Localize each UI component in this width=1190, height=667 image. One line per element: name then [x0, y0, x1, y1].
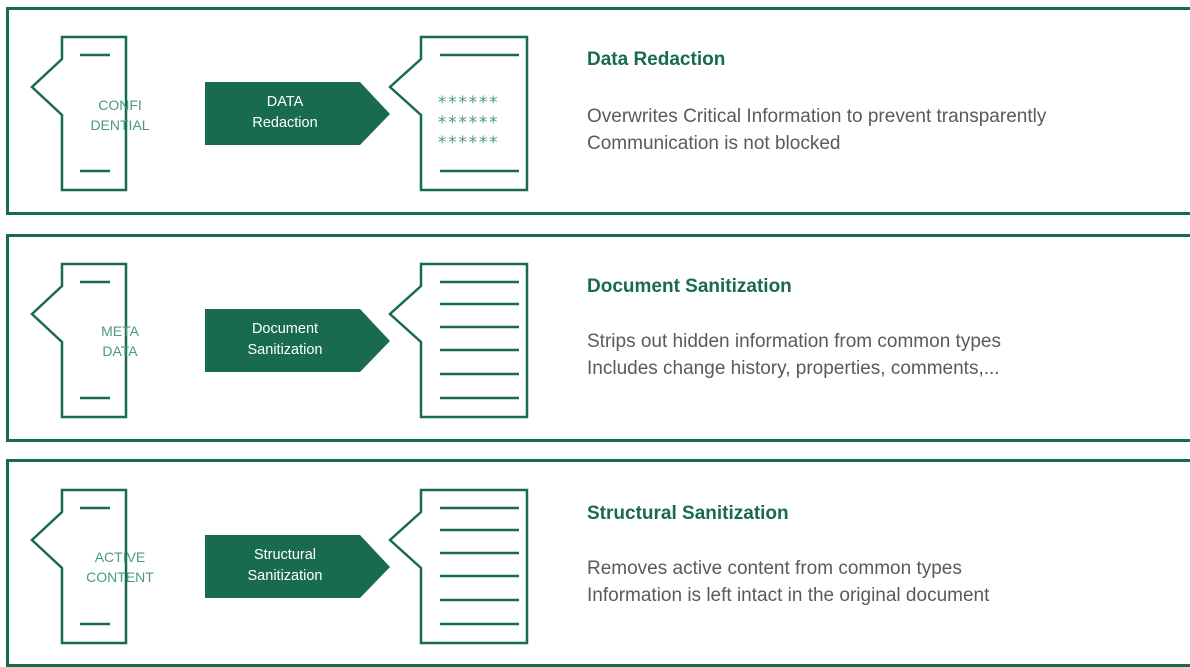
redacted-document-icon [388, 35, 529, 192]
sanitized-document-icon [388, 488, 529, 645]
document-sanitization-arrow-label: Document Sanitization [247, 321, 323, 358]
source-document-icon [30, 488, 128, 645]
source-document-label: META DATA [101, 323, 139, 359]
data-redaction-title: Data Redaction [587, 49, 726, 70]
structural-sanitization-arrow-label: Structural Sanitization [247, 547, 323, 584]
document-sanitization-arrow [205, 309, 390, 372]
data-redaction-panel [6, 7, 1190, 215]
source-document-icon [30, 262, 128, 419]
source-document-icon [30, 35, 128, 192]
data-redaction-arrow [205, 82, 390, 145]
document-sanitization-panel [6, 234, 1190, 442]
structural-sanitization-description: Removes active content from common types… [587, 558, 990, 606]
data-redaction-arrow-label: DATA Redaction [252, 94, 318, 131]
document-sanitization-description: Strips out hidden information from commo… [587, 331, 1001, 379]
structural-sanitization-title: Structural Sanitization [587, 503, 789, 524]
source-document-label: CONFI DENTIAL [90, 97, 150, 133]
redacted-text-stars: ****** ****** ****** [437, 93, 499, 153]
document-sanitization-title: Document Sanitization [587, 276, 792, 297]
structural-sanitization-arrow [205, 535, 390, 598]
sanitized-document-icon [388, 262, 529, 419]
source-document-label: ACTIVE CONTENT [86, 549, 154, 585]
structural-sanitization-panel [6, 459, 1190, 667]
data-redaction-description: Overwrites Critical Information to preve… [587, 106, 1047, 154]
